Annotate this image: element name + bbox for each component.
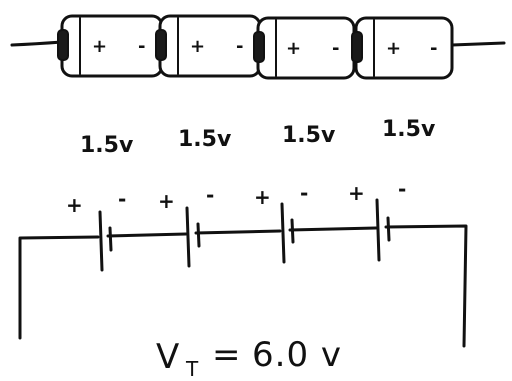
cell-symbol: + -: [66, 187, 126, 272]
pole-minus-sign: -: [206, 183, 214, 207]
cell-symbol: + -: [158, 183, 214, 268]
cell-voltage-labels: 1.5v 1.5v 1.5v 1.5v: [80, 117, 436, 158]
pole-minus-sign: -: [300, 181, 308, 205]
cell-minus-sign: -: [332, 38, 339, 59]
cell-minus-sign: -: [236, 36, 243, 57]
cell-plus-sign: +: [92, 36, 107, 57]
cell-plus-sign: +: [286, 38, 301, 59]
total-voltage-symbol: V: [156, 337, 180, 377]
total-voltage-subscript: T: [185, 357, 199, 381]
pole-plus-sign: +: [66, 193, 83, 217]
cell-voltage-label: 1.5v: [178, 127, 232, 152]
circuit-wire: [18, 224, 468, 348]
cell-plus-sign: +: [190, 36, 205, 57]
cell-minus-sign: -: [138, 36, 145, 57]
pole-plus-sign: +: [158, 189, 175, 213]
cell-symbol: + -: [254, 181, 308, 264]
battery-cell: + -: [155, 14, 262, 78]
pole-minus-sign: -: [398, 177, 406, 201]
pole-minus-sign: -: [118, 187, 126, 211]
series-circuit-schematic: + - + - + - + -: [18, 177, 468, 348]
total-voltage-equals: =: [212, 335, 242, 375]
physical-battery-row: + - + - + - + -: [10, 14, 506, 80]
total-voltage-label: V T = 6.0 v: [156, 335, 342, 381]
battery-cell: + -: [57, 14, 164, 78]
battery-cell: + -: [351, 16, 454, 80]
cell-symbol: + -: [348, 177, 406, 262]
left-lead-wire: [10, 40, 64, 47]
cell-voltage-label: 1.5v: [80, 133, 134, 158]
total-voltage-value: 6.0 v: [252, 335, 342, 375]
battery-cell: + -: [253, 16, 356, 80]
cell-voltage-label: 1.5v: [282, 123, 336, 148]
cell-voltage-label: 1.5v: [382, 117, 436, 142]
pole-plus-sign: +: [348, 181, 365, 205]
cell-minus-sign: -: [430, 38, 437, 59]
pole-plus-sign: +: [254, 185, 271, 209]
right-lead-wire: [450, 41, 506, 47]
cell-plus-sign: +: [386, 38, 401, 59]
